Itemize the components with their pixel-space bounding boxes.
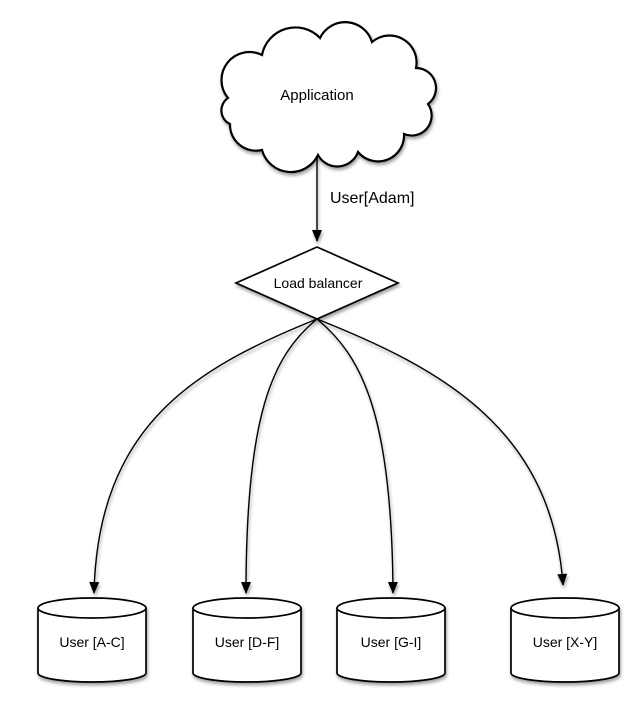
edge-label-user-adam: User[Adam] — [330, 190, 414, 207]
shard-label-xy: User [X-Y] — [533, 634, 598, 650]
shard-node-ac — [37, 597, 147, 683]
cylinder-body — [192, 608, 302, 683]
edge-loadbalancer-to-shard-xy — [316, 318, 568, 586]
cylinder-body — [510, 608, 620, 683]
cloud-shape — [220, 21, 438, 174]
edge-loadbalancer-to-shard-df — [241, 318, 318, 594]
loadbalancer-label: Load balancer — [274, 275, 363, 291]
cylinder-top — [336, 597, 446, 619]
cylinder-top — [192, 597, 302, 619]
cylinder-body — [37, 608, 147, 683]
shard-node-df — [192, 597, 302, 683]
application-label: Application — [280, 87, 353, 104]
shard-label-gi: User [G-I] — [361, 634, 422, 650]
diamond-shape — [233, 246, 401, 320]
loadbalancer-node — [233, 246, 401, 320]
edges — [89, 157, 568, 594]
shard-label-df: User [D-F] — [215, 634, 280, 650]
edge-loadbalancer-to-shard-gi — [316, 318, 398, 594]
shard-label-ac: User [A-C] — [59, 634, 124, 650]
cylinder-body — [336, 608, 446, 683]
shard-node-gi — [336, 597, 446, 683]
shard-node-xy — [510, 597, 620, 683]
cylinder-top — [510, 597, 620, 619]
application-cloud-node — [220, 21, 438, 174]
edge-loadbalancer-to-shard-ac — [89, 318, 318, 594]
cylinder-top — [37, 597, 147, 619]
